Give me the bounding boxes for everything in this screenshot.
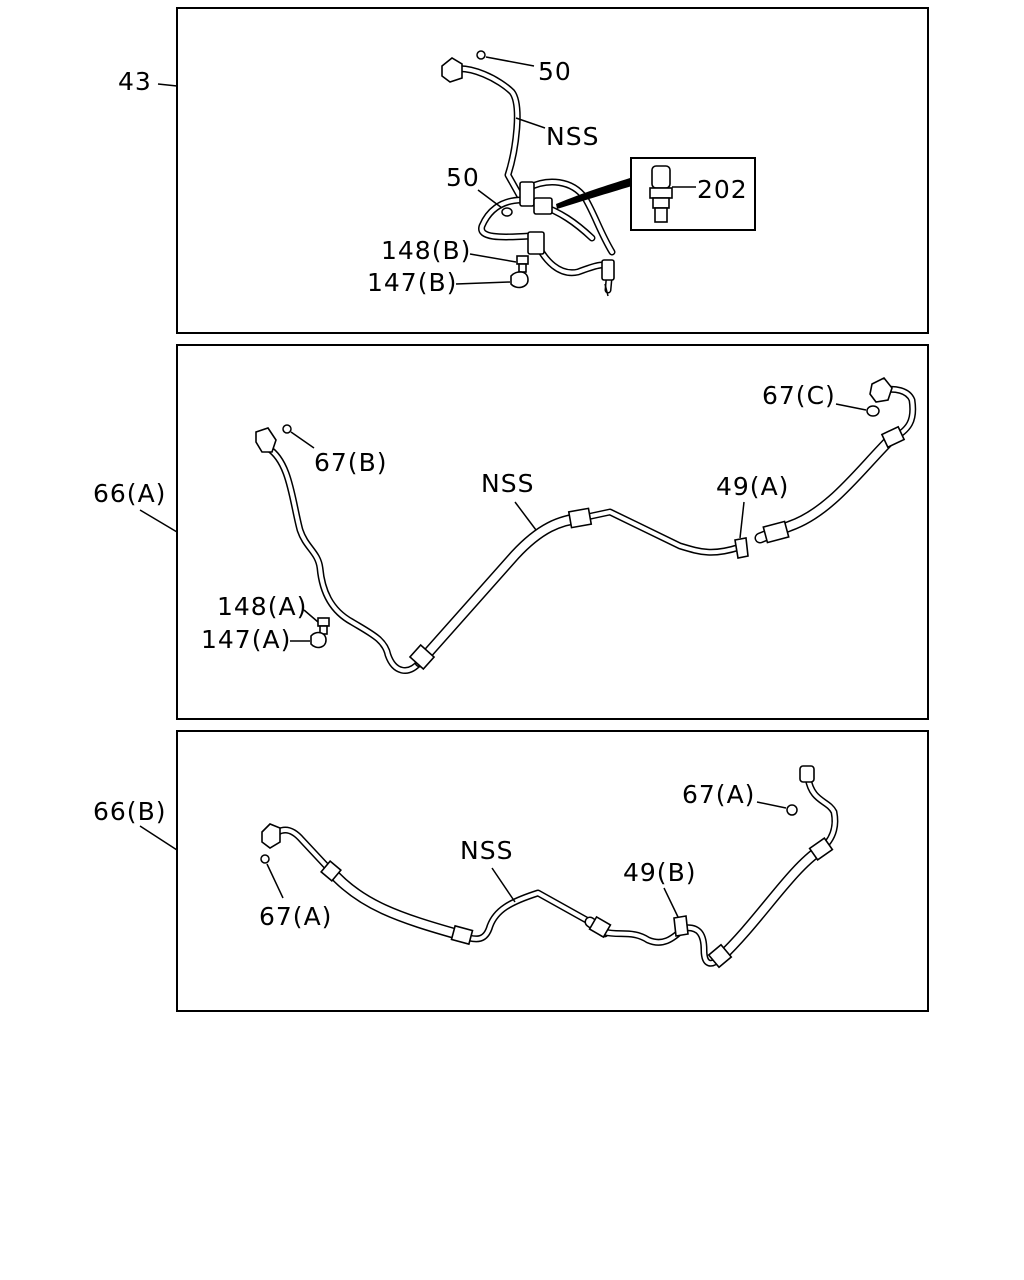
service-port-icon xyxy=(533,197,553,215)
label-nss-43: NSS xyxy=(546,122,599,151)
o-ring-icon xyxy=(786,804,798,816)
leader-nss-66A xyxy=(514,501,537,531)
clip-icon xyxy=(310,631,327,649)
panel-43-frame xyxy=(176,7,929,334)
leader-67A-right xyxy=(756,801,787,809)
label-nss-66B: NSS xyxy=(460,836,513,865)
pressure-switch-icon xyxy=(649,165,673,223)
pipe-end-fitting-icon xyxy=(261,823,281,849)
hose-crimp-icon xyxy=(320,860,342,882)
bracket-icon xyxy=(734,537,749,559)
pipe-end-fitting-icon xyxy=(255,427,277,453)
pipe-assembly-66A xyxy=(264,385,917,674)
o-ring-icon xyxy=(282,424,292,434)
label-49A: 49(A) xyxy=(716,472,789,501)
ref-label-43: 43 xyxy=(118,67,152,96)
label-49B: 49(B) xyxy=(623,858,696,887)
o-ring-icon xyxy=(476,50,486,60)
o-ring-icon xyxy=(866,405,880,417)
leader-49B xyxy=(663,887,679,918)
o-ring-mid-icon xyxy=(501,207,513,217)
hose-crimp-icon xyxy=(588,915,612,939)
block-fitting-lower-icon xyxy=(527,231,545,255)
label-67B: 67(B) xyxy=(314,448,387,477)
label-67C: 67(C) xyxy=(762,381,836,410)
hose-crimp-icon xyxy=(808,836,834,862)
panel-66A: 66(A) 67(C) 67(B) xyxy=(93,344,929,720)
leader-49A xyxy=(739,501,745,539)
hose-crimp-icon xyxy=(408,643,436,671)
label-202: 202 xyxy=(697,175,748,204)
label-148A: 148(A) xyxy=(217,592,307,621)
label-147B: 147(B) xyxy=(367,268,457,297)
pipe-end-fitting-right-icon xyxy=(799,765,815,783)
label-50-top: 50 xyxy=(538,57,572,86)
ref-label-66A: 66(A) xyxy=(93,479,166,508)
leader-50-mid xyxy=(477,189,503,209)
panel-66B-frame xyxy=(176,730,929,1012)
label-148B: 148(B) xyxy=(381,236,471,265)
pipe-end-lower-icon xyxy=(601,259,615,281)
hose-crimp-icon xyxy=(450,924,474,946)
leader-67B xyxy=(290,431,315,449)
pipe-end-fitting-icon xyxy=(441,57,463,83)
leader-67C xyxy=(835,403,867,411)
label-50-mid: 50 xyxy=(446,163,480,192)
label-67A-right: 67(A) xyxy=(682,780,755,809)
ref-leader-66A xyxy=(139,509,178,533)
hose-crimp-icon xyxy=(567,507,593,529)
label-nss-66A: NSS xyxy=(481,469,534,498)
leader-148A xyxy=(303,609,319,623)
panel-66B: 66(B) 67(A) xyxy=(93,730,929,1012)
panel-43: 43 xyxy=(118,7,929,334)
o-ring-icon xyxy=(260,854,270,864)
hose-crimp-icon xyxy=(880,425,906,449)
hose-crimp-icon xyxy=(762,520,790,544)
pipe-assembly-43 xyxy=(446,65,616,294)
leader-50-top xyxy=(485,56,535,67)
label-67A-left: 67(A) xyxy=(259,902,332,931)
leader-nss-43 xyxy=(515,117,546,129)
switch-detail-box xyxy=(630,157,756,231)
switch-leader-wedge xyxy=(556,178,632,209)
ref-leader-66B xyxy=(139,825,178,851)
label-147A: 147(A) xyxy=(201,625,291,654)
bolt-icon xyxy=(317,617,330,635)
leader-nss-66B xyxy=(491,867,516,903)
ref-leader-43 xyxy=(157,83,178,87)
leader-147B xyxy=(455,281,511,285)
leader-148B xyxy=(469,253,517,263)
bolt-icon xyxy=(516,255,529,273)
clip-icon xyxy=(510,271,529,289)
block-fitting-icon xyxy=(519,181,535,207)
bracket-icon xyxy=(673,915,689,937)
leader-67A-left xyxy=(266,863,284,899)
hose-crimp-icon xyxy=(707,943,733,969)
ref-label-66B: 66(B) xyxy=(93,797,166,826)
pipe-end-fitting-right-icon xyxy=(869,376,893,403)
